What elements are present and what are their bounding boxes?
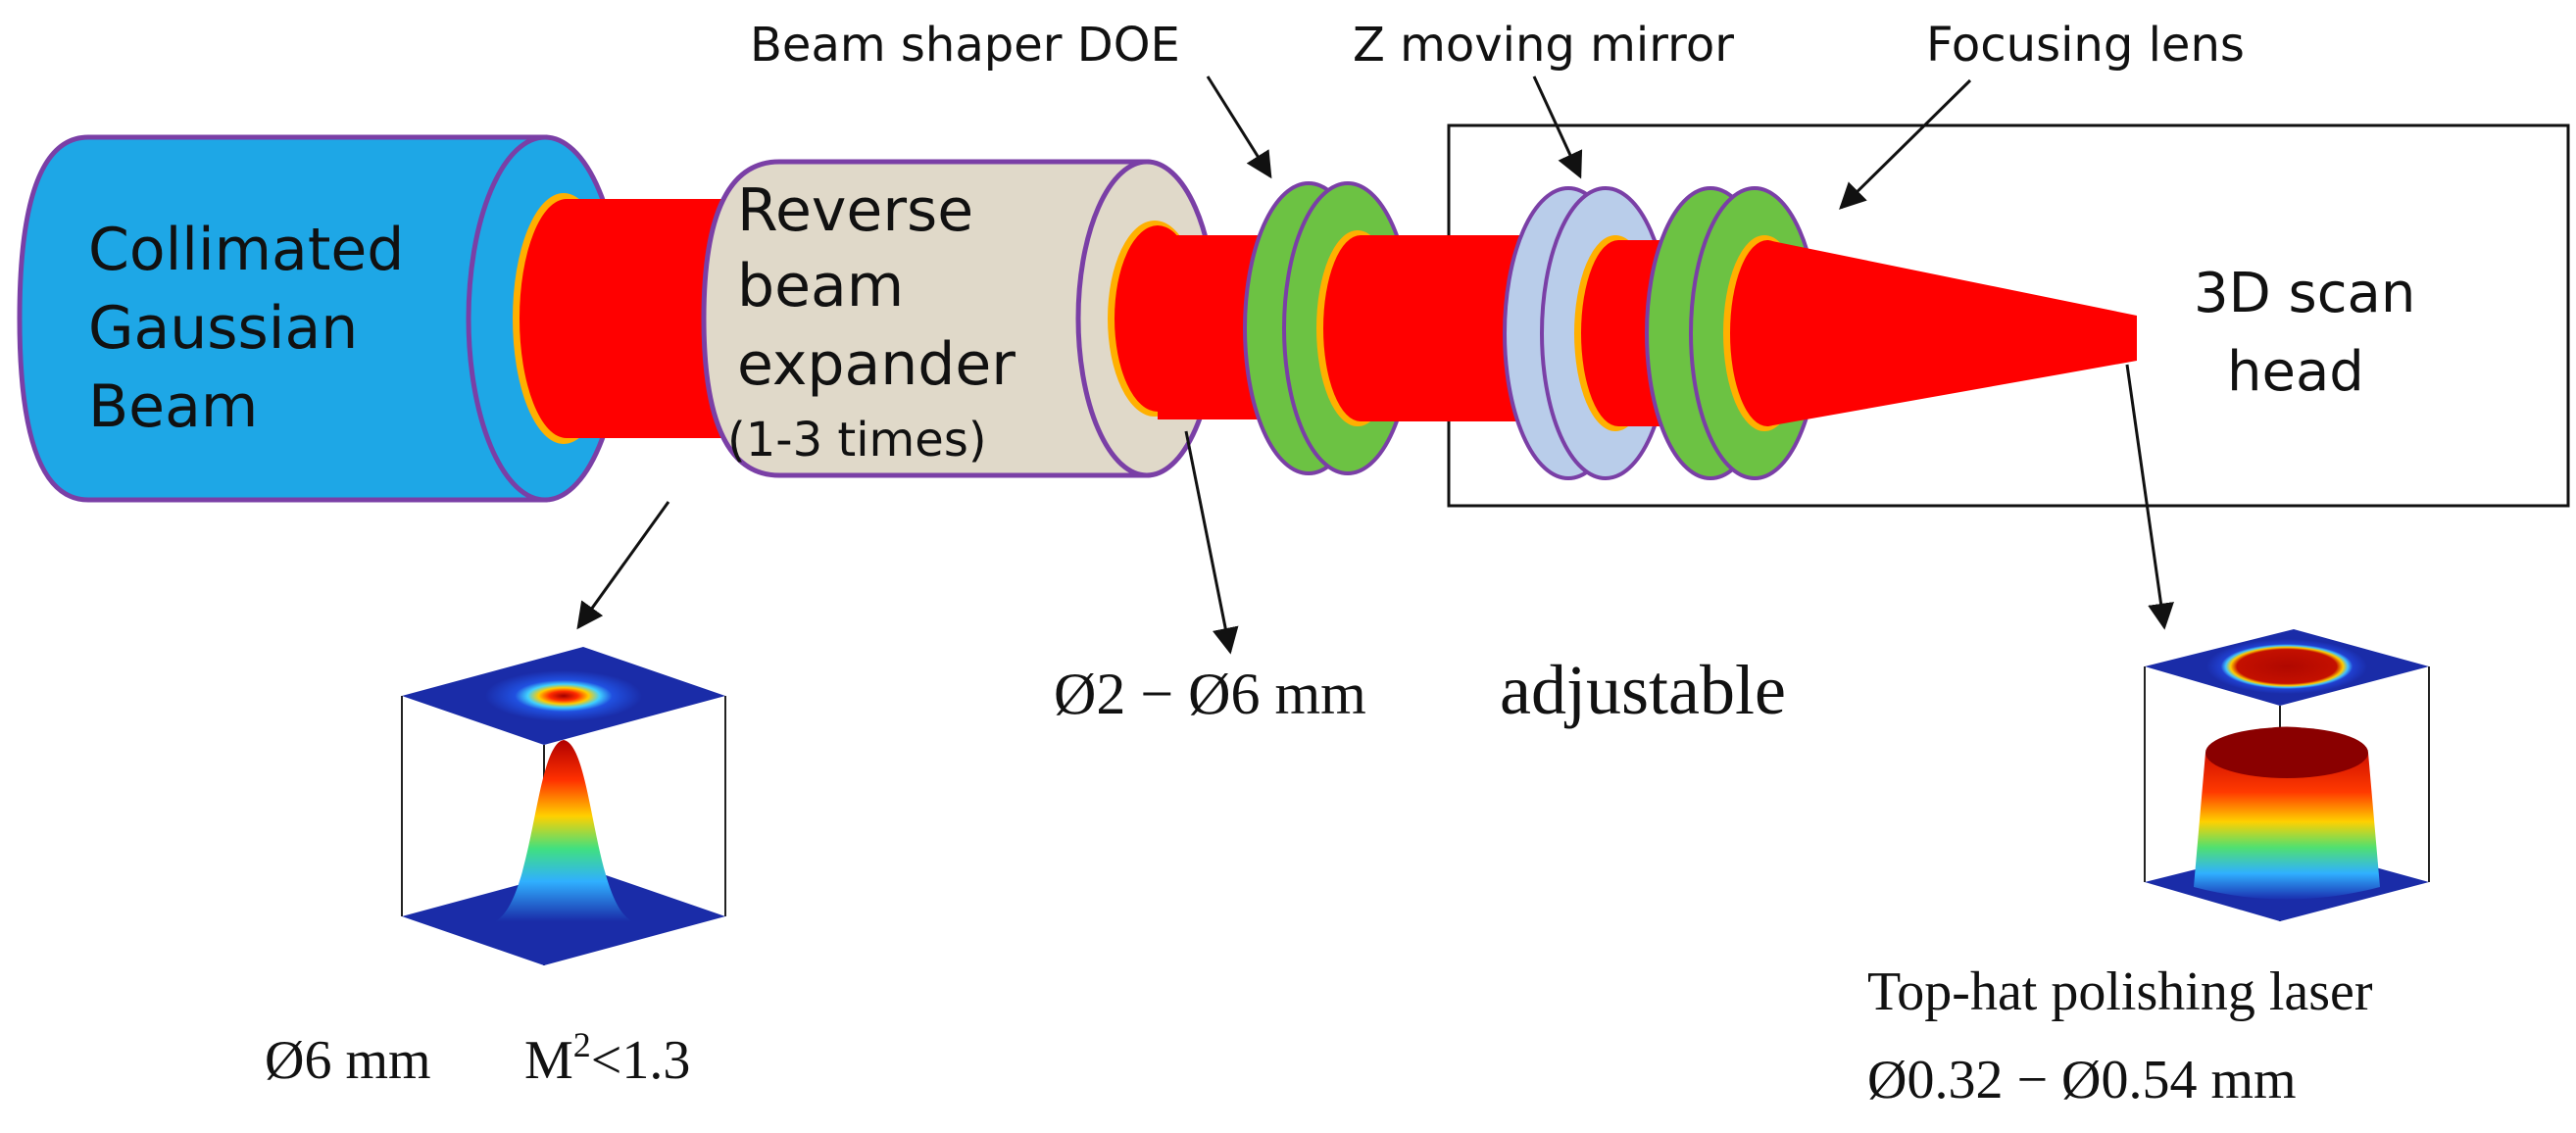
focused-beam-cone	[1767, 240, 2137, 426]
arrow-output-profile	[2125, 364, 2174, 630]
m2-exponent: 2	[573, 1025, 591, 1064]
input-gaussian-profile	[401, 647, 726, 965]
expander-line-3: expander	[737, 330, 1016, 399]
reverse-expander-label: Reverse beam expander (1-3 times)	[727, 176, 1016, 468]
collimated-line-3: Beam	[88, 372, 258, 441]
m2-value: M2<1.3	[524, 1025, 690, 1091]
expander-line-1: Reverse	[737, 176, 973, 245]
beam-shaper-doe	[1243, 181, 1413, 475]
collimated-line-2: Gaussian	[88, 294, 358, 363]
beam-shaper-label: Beam shaper DOE	[750, 18, 1180, 73]
expander-ratio: (1-3 times)	[727, 413, 987, 468]
scan-head-label: 3D scan head	[2194, 262, 2415, 404]
scan-head-line-1: 3D scan	[2194, 262, 2415, 325]
arrow-adjustable	[1184, 430, 1239, 655]
m2-prefix: M	[524, 1030, 573, 1091]
arrow-input-profile	[576, 501, 670, 630]
z-mirror-label: Z moving mirror	[1353, 18, 1734, 73]
adjustable-diameter: Ø2 − Ø6 mm	[1054, 662, 1366, 726]
output-tophat-profile	[2144, 629, 2430, 921]
input-diameter: Ø6 mm	[265, 1030, 431, 1091]
m2-suffix: <1.3	[591, 1030, 691, 1091]
arrow-focusing-lens	[1839, 78, 1972, 210]
collimated-beam-label: Collimated Gaussian Beam	[88, 216, 404, 441]
arrow-z-mirror	[1532, 75, 1583, 179]
collimated-line-1: Collimated	[88, 216, 404, 284]
focusing-lens-label: Focusing lens	[1926, 18, 2245, 73]
expander-line-2: beam	[737, 252, 904, 320]
adjustable-label: adjustable	[1500, 651, 1786, 729]
arrow-beam-shaper	[1206, 75, 1272, 179]
output-diameter: Ø0.32 − Ø0.54 mm	[1867, 1050, 2297, 1110]
output-label: Top-hat polishing laser	[1867, 961, 2373, 1022]
scan-head-line-2: head	[2227, 340, 2364, 404]
